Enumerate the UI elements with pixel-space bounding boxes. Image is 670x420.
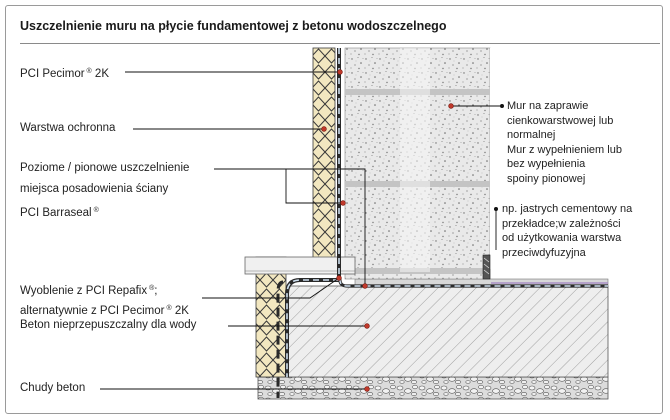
label-warstwa-ochronna: Warstwa ochronna xyxy=(20,122,116,134)
label-pci-pecimor: PCI Pecimor® 2K xyxy=(20,68,109,80)
adjacent-wall xyxy=(490,48,608,269)
bullet-jastrych xyxy=(494,207,498,211)
marker-uszczelnienie xyxy=(340,200,346,206)
masonry-vertical-joint xyxy=(400,48,430,272)
diagram-frame xyxy=(5,5,663,414)
blinding-concrete xyxy=(257,376,609,400)
marker-uszczelnienie-2 xyxy=(362,283,368,289)
insulation-lower xyxy=(255,256,287,378)
leader-uszczelnienie-2 xyxy=(214,168,366,286)
label-jastrych: np. jastrych cementowy na przekładce;w z… xyxy=(502,203,633,259)
insulation-upper xyxy=(312,47,336,261)
membrane-drop xyxy=(276,280,284,398)
label-chudy-beton: Chudy beton xyxy=(20,382,86,394)
marker-pci-pecimor xyxy=(337,69,343,75)
marker-wyoblenie xyxy=(336,275,342,281)
diagram-title: Uszczelnienie muru na płycie fundamentow… xyxy=(20,19,447,33)
marker-chudy-beton xyxy=(364,386,370,392)
marker-beton xyxy=(364,323,370,329)
label-uszczelnienie: Poziome / pionowe uszczelnienie miejsca … xyxy=(20,162,190,219)
label-wyoblenie: Wyoblenie z PCI Repafix®; alternatywnie … xyxy=(20,285,189,317)
title-divider xyxy=(20,43,660,44)
edge-strip xyxy=(482,254,491,280)
slab-step xyxy=(244,256,356,275)
bullet-mur xyxy=(500,104,504,108)
marker-mur xyxy=(448,103,454,109)
foundation-slab xyxy=(286,285,609,378)
leader-wyoblenie xyxy=(202,277,340,299)
label-beton: Beton nieprzepuszczalny dla wody xyxy=(20,319,197,331)
label-mur: Mur na zaprawie cienkowarstwowej lub nor… xyxy=(507,100,622,185)
marker-warstwa-ochronna xyxy=(321,126,327,132)
